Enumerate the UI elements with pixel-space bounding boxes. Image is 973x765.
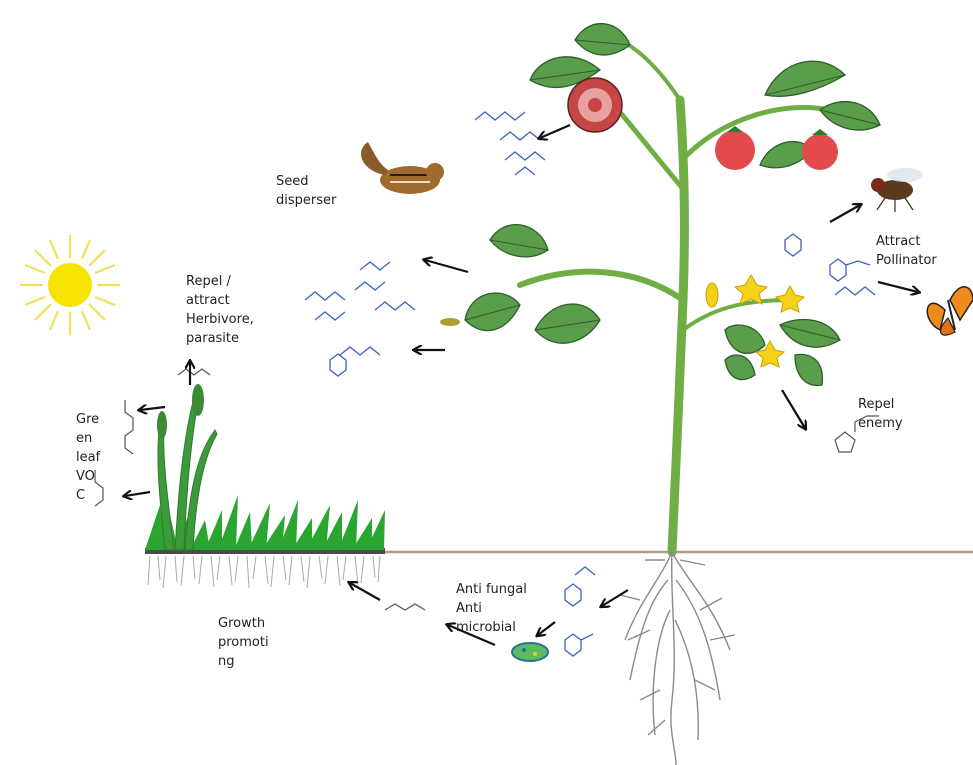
tomato-plant [465, 24, 880, 552]
chipmunk-icon [361, 142, 444, 194]
root-system [620, 552, 735, 765]
label-growth-promoting: Growth promoti ng [218, 614, 269, 671]
label-repel-enemy: Repel enemy [858, 395, 903, 433]
butterfly-icon [927, 287, 973, 335]
label-anti-fungal-microbial: Anti fungal Anti microbial [456, 580, 527, 637]
label-seed-disperser: Seed disperser [276, 172, 336, 210]
caterpillar-icon [440, 318, 460, 326]
sun-icon [20, 235, 120, 335]
fly-icon [871, 168, 923, 212]
label-repel-attract-herbivore: Repel / attract Herbivore, parasite [186, 272, 254, 348]
grass-patch [145, 384, 385, 588]
label-attract-pollinator: Attract Pollinator [876, 232, 937, 270]
bacterium-icon [512, 643, 548, 661]
molecule-structures [305, 112, 875, 656]
label-green-leaf-voc: Gre en leaf VO C [76, 410, 100, 505]
arrows [125, 125, 918, 645]
